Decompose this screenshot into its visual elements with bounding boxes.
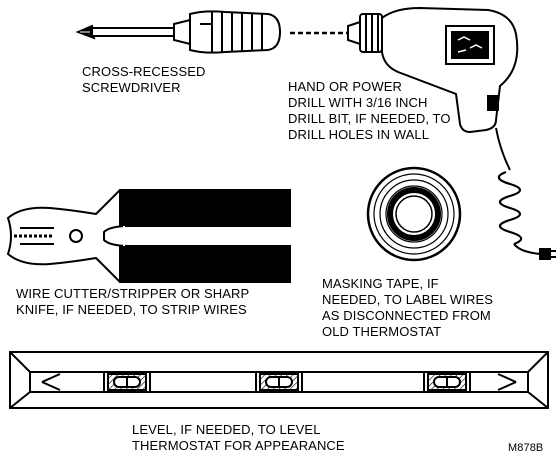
masking-tape-label: MASKING TAPE, IF NEEDED, TO LABEL WIRES … [322, 276, 494, 339]
tape-roll-icon [366, 166, 462, 262]
wire-cutter-icon [6, 189, 291, 283]
power-drill-icon [290, 6, 556, 260]
figure-code: M878B [508, 442, 544, 454]
level-label: LEVEL, IF NEEDED, TO LEVEL THERMOSTAT FO… [132, 422, 345, 453]
spirit-level-icon [9, 351, 549, 409]
drill-label: HAND OR POWER DRILL WITH 3/16 INCH DRILL… [288, 79, 451, 142]
screwdriver-icon [75, 10, 282, 54]
wire-cutter-label: WIRE CUTTER/STRIPPER OR SHARP KNIFE, IF … [16, 286, 250, 317]
screwdriver-label: CROSS-RECESSED SCREWDRIVER [82, 64, 206, 95]
